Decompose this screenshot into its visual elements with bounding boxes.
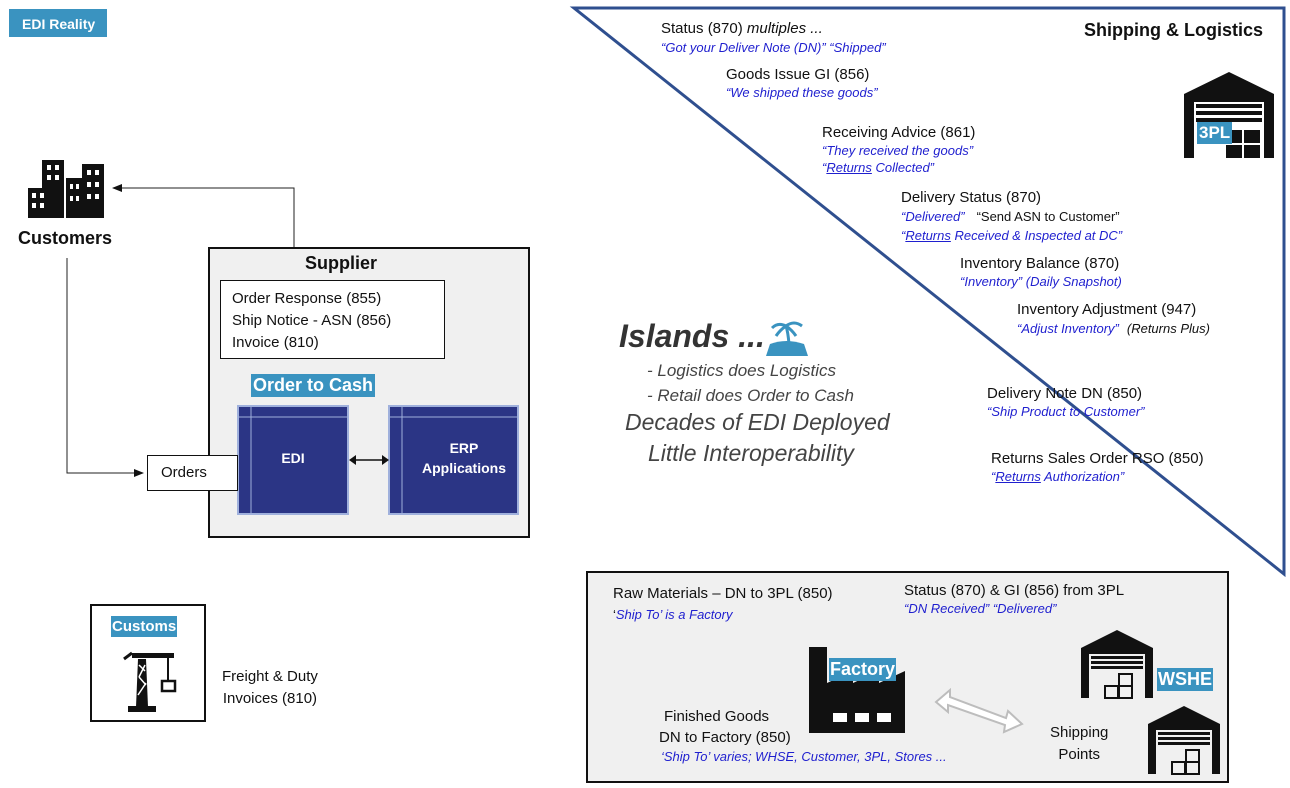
doc-order-response: Order Response (855) — [232, 290, 382, 307]
ship-item-note-2: “Returns Collected” — [822, 160, 975, 175]
ship-item-note: “Delivered” — [901, 209, 965, 224]
note-rest: Authorization” — [1040, 469, 1125, 484]
quote: “ — [901, 228, 906, 243]
erp-label-1: ERP — [449, 440, 479, 456]
status-gi-note: “DN Received” “Delivered” — [904, 601, 1057, 616]
note-rest: Collected” — [871, 160, 935, 175]
factory-icon — [809, 643, 905, 738]
quote: “ — [822, 160, 827, 175]
islands-big-2: Little Interoperability — [648, 440, 854, 466]
ship-item-status: Status (870) multiples ... “Got your Del… — [661, 20, 886, 55]
order-to-cash-tag: Order to Cash — [251, 374, 376, 397]
orders-box: Orders — [147, 455, 238, 491]
edi-block: EDI — [237, 405, 349, 515]
island-icon — [764, 320, 810, 363]
factory-box — [586, 571, 1229, 783]
warehouse-icon-top — [1081, 630, 1153, 705]
ship-item-note: “Ship Product to Customer” — [987, 404, 1145, 419]
ship-item-note-b: (Returns Plus) — [1126, 321, 1210, 336]
shipping-points: Shipping Points — [1050, 722, 1108, 766]
double-arrow-icon — [934, 688, 1024, 734]
customers-buildings-icon — [26, 160, 106, 220]
crane-icon — [122, 651, 178, 718]
erp-block: ERP Applications — [388, 405, 519, 515]
customs-invoices-line2: Invoices (810) — [222, 690, 318, 707]
ship-item-head: Returns Sales Order RSO (850) — [991, 450, 1204, 467]
ship-item-goods-issue: Goods Issue GI (856) “We shipped these g… — [726, 66, 878, 100]
shipping-points-1: Shipping — [1050, 724, 1109, 741]
warehouse-3pl-icon — [1184, 72, 1274, 165]
finished-goods-note: ‘Ship To’ varies; WHSE, Customer, 3PL, S… — [661, 749, 947, 764]
ship-item-head: Inventory Adjustment (947) — [1017, 301, 1197, 318]
ship-item-note: “Inventory” (Daily Snapshot) — [960, 274, 1122, 289]
supplier-title: Supplier — [305, 253, 378, 273]
shipping-title: Shipping & Logistics — [1084, 20, 1263, 40]
tpl-tag: 3PL — [1197, 122, 1233, 144]
ship-item-note: “They received the goods” — [822, 143, 974, 158]
note-rest: Received & Inspected at DC” — [950, 228, 1123, 243]
ship-item-inventory-adjustment: Inventory Adjustment (947) “Adjust Inven… — [1017, 301, 1210, 338]
erp-label-2: Applications — [421, 460, 506, 476]
factory-tag: Factory — [829, 658, 897, 681]
customers-label: Customers — [18, 228, 113, 248]
islands-line-1: - Logistics does Logistics — [647, 361, 836, 380]
raw-materials-note: ‘Ship To’ is a Factory — [613, 607, 732, 622]
customs-invoices-line1: Freight & Duty — [222, 668, 318, 685]
customs-invoices: Freight & Duty Invoices (810) — [222, 666, 318, 710]
raw-materials-head: Raw Materials – DN to 3PL (850) — [613, 585, 833, 602]
title-tag: EDI Reality — [9, 9, 107, 37]
quote: ‘ — [613, 607, 616, 622]
ship-item-inventory-balance: Inventory Balance (870) “Inventory” (Dai… — [960, 255, 1122, 289]
ship-item-note: “Adjust Inventory” — [1017, 321, 1119, 336]
edi-erp-arrow — [349, 455, 389, 465]
ship-item-delivery-status: Delivery Status (870) “Delivered” “Send A… — [901, 189, 1122, 243]
doc-invoice: Invoice (810) — [232, 334, 319, 351]
islands-big-1: Decades of EDI Deployed — [625, 409, 890, 435]
raw-note-text: Ship To’ is a Factory — [615, 607, 733, 622]
ship-item-note-2: “Returns Received & Inspected at DC” — [901, 228, 1122, 243]
orders-label: Orders — [161, 464, 207, 481]
finished-goods-1: Finished Goods — [664, 708, 770, 725]
ship-item-delivery-note: Delivery Note DN (850) “Ship Product to … — [987, 385, 1145, 419]
edi-label: EDI — [281, 450, 305, 466]
islands-line-2: - Retail does Order to Cash — [647, 386, 854, 405]
ship-item-head: Inventory Balance (870) — [960, 255, 1120, 272]
ship-item-head: Status (870) — [661, 20, 743, 37]
returns-word: Returns — [905, 228, 951, 243]
ship-item-head-italic: multiples ... — [742, 20, 823, 37]
ship-item-returns-sales-order: Returns Sales Order RSO (850) “Returns A… — [991, 450, 1204, 484]
ship-item-note: “Returns Authorization” — [991, 469, 1204, 484]
shipping-points-2: Points — [1058, 746, 1101, 763]
warehouse-icon-bottom — [1148, 706, 1220, 781]
customs-tag: Customs — [111, 616, 178, 637]
finished-goods: Finished Goods DN to Factory (850) — [659, 706, 791, 748]
doc-ship-notice: Ship Notice - ASN (856) — [232, 312, 392, 329]
status-gi-head: Status (870) & GI (856) from 3PL — [904, 582, 1125, 599]
supplier-docs-box: Order Response (855) Ship Notice - ASN (… — [220, 280, 445, 359]
ship-item-head: Delivery Note DN (850) — [987, 385, 1143, 402]
returns-word: Returns — [995, 469, 1041, 484]
finished-goods-2: DN to Factory (850) — [659, 729, 791, 746]
ship-item-receiving-advice: Receiving Advice (861) “They received th… — [822, 124, 975, 175]
quote: “ — [991, 469, 996, 484]
wshe-tag: WSHE — [1157, 668, 1213, 691]
islands-title: Islands ... — [619, 318, 765, 354]
ship-item-note: “Got your Deliver Note (DN)” “Shipped” — [661, 40, 886, 55]
ship-item-head: Receiving Advice (861) — [822, 124, 976, 141]
ship-item-note: “We shipped these goods” — [726, 85, 878, 100]
ship-item-note-b: “Send ASN to Customer” — [976, 209, 1120, 224]
returns-word: Returns — [826, 160, 872, 175]
ship-item-head: Goods Issue GI (856) — [726, 66, 870, 83]
ship-item-head: Delivery Status (870) — [901, 189, 1042, 206]
